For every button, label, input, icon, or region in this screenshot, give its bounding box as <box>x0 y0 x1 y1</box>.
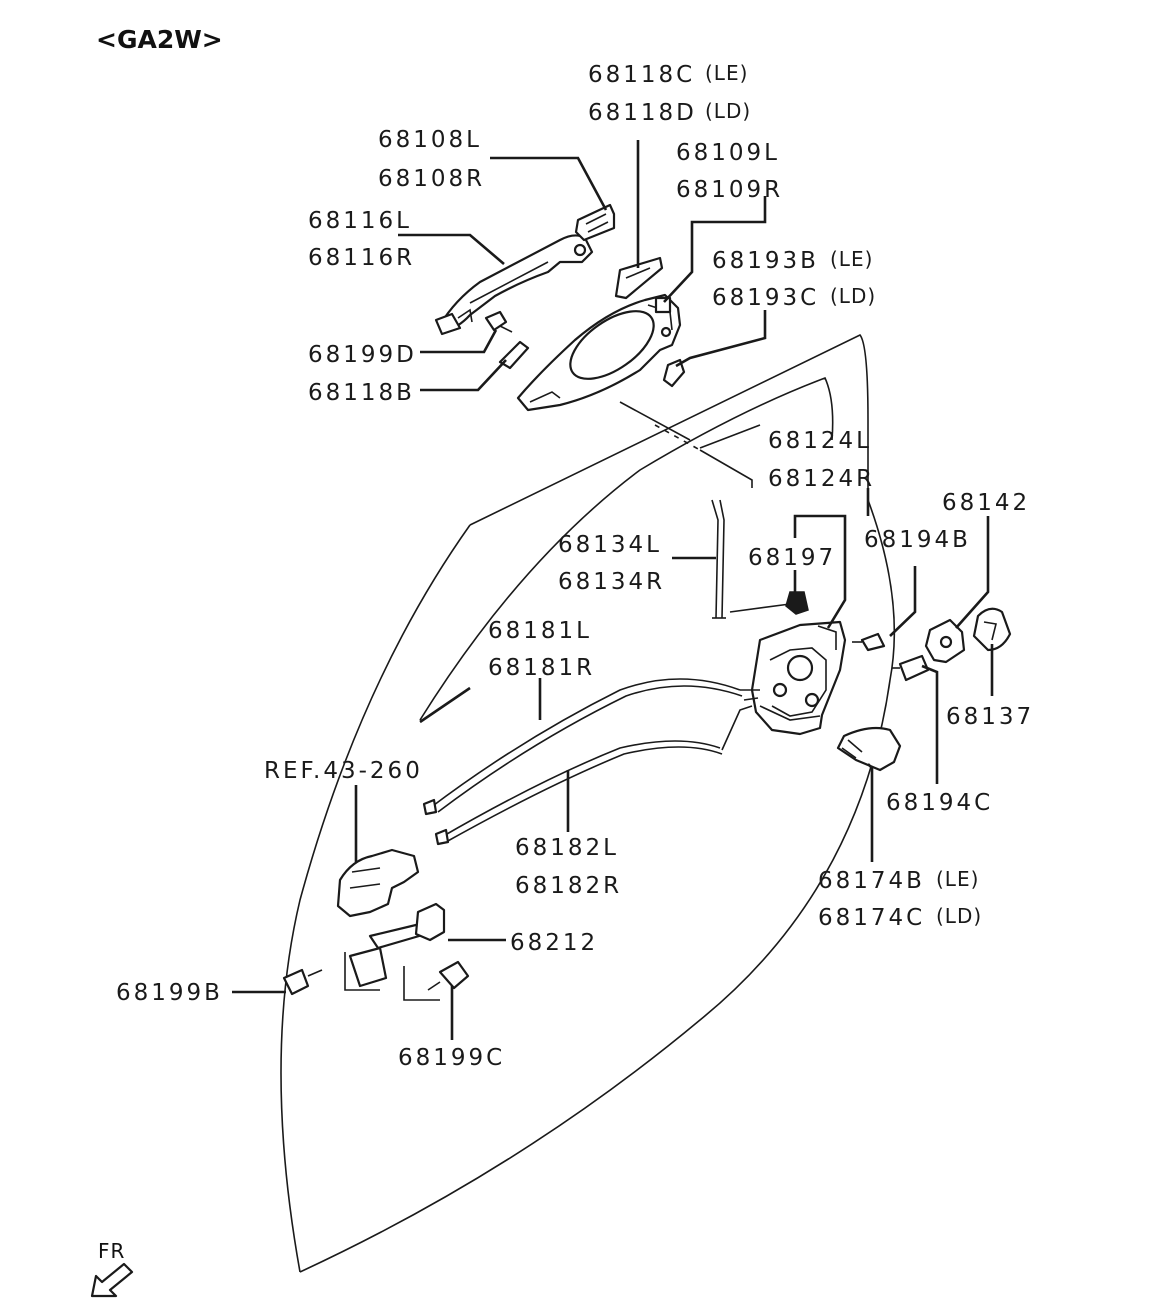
label-68199c: 68199C <box>398 1045 505 1071</box>
handle-cap <box>574 203 616 242</box>
label-68182l: 68182L <box>515 835 619 861</box>
label-68199d: 68199D <box>308 342 417 368</box>
label-68137: 68137 <box>946 704 1034 730</box>
label-68118c: 68118C <box>588 62 695 88</box>
label-68193b-suffix: (LE) <box>830 247 873 271</box>
label-68193c-suffix: (LD) <box>830 284 876 308</box>
lock-rod-68134 <box>711 499 791 619</box>
label-68174c-suffix: (LD) <box>936 904 982 928</box>
label-68118d-suffix: (LD) <box>705 99 751 123</box>
direction-label: FR <box>98 1239 125 1263</box>
label-68194b: 68194B <box>864 527 971 553</box>
label-68193c: 68193C <box>712 285 819 311</box>
clip-68193 <box>662 358 686 388</box>
diagram-title: <GA2W> <box>96 25 223 54</box>
outside-handle <box>434 234 594 336</box>
label-68118d: 68118D <box>588 100 697 126</box>
label-68116r: 68116R <box>308 245 415 271</box>
handle-gasket-rear <box>498 340 530 370</box>
screw-68194c <box>892 654 930 682</box>
screw-68194b <box>852 632 886 652</box>
label-68174b-suffix: (LE) <box>936 867 979 891</box>
cable-68181 <box>422 678 743 816</box>
label-68109r: 68109R <box>676 177 783 203</box>
label-68181l: 68181L <box>488 618 592 644</box>
label-68142: 68142 <box>942 490 1030 516</box>
label-68134l: 68134L <box>558 532 662 558</box>
label-68118c-suffix: (LE) <box>705 61 748 85</box>
label-68199b: 68199B <box>116 980 223 1006</box>
knob-68197 <box>785 591 809 615</box>
label-68118b: 68118B <box>308 380 415 406</box>
label-68181r: 68181R <box>488 655 595 681</box>
bolt-68199c <box>427 960 470 991</box>
leader-lines <box>232 140 994 1040</box>
door-check-68212 <box>344 902 446 1001</box>
bolt-68199b <box>282 968 323 996</box>
label-68134r: 68134R <box>558 569 665 595</box>
door-lock-assembly <box>740 620 847 736</box>
part-labels: 68118C (LE) 68118D (LD) 68108L 68108R 68… <box>116 61 1034 1071</box>
label-ref-43-260: REF.43-260 <box>264 758 423 784</box>
handle-gasket-front <box>614 256 664 300</box>
label-68109l: 68109L <box>676 140 780 166</box>
front-direction-indicator: FR <box>90 1239 134 1298</box>
label-68182r: 68182R <box>515 873 622 899</box>
label-68124l: 68124L <box>768 428 872 454</box>
label-68108l: 68108L <box>378 127 482 153</box>
striker-68142 <box>924 618 966 664</box>
handle-frame <box>516 293 682 412</box>
front-arrow-icon <box>90 1262 134 1298</box>
door-outline <box>280 334 896 1273</box>
label-68194c: 68194C <box>886 790 993 816</box>
label-68193b: 68193B <box>712 248 819 274</box>
label-68174b: 68174B <box>818 868 925 894</box>
label-68197: 68197 <box>748 545 836 571</box>
label-68212: 68212 <box>510 930 598 956</box>
label-68116l: 68116L <box>308 208 412 234</box>
label-68108r: 68108R <box>378 166 485 192</box>
cable-68182 <box>434 705 753 846</box>
bumper-68137 <box>972 607 1012 652</box>
handle-screw-68199d <box>484 310 513 333</box>
label-68174c: 68174C <box>818 905 925 931</box>
inside-handle-ref <box>336 848 420 918</box>
label-68124r: 68124R <box>768 466 875 492</box>
